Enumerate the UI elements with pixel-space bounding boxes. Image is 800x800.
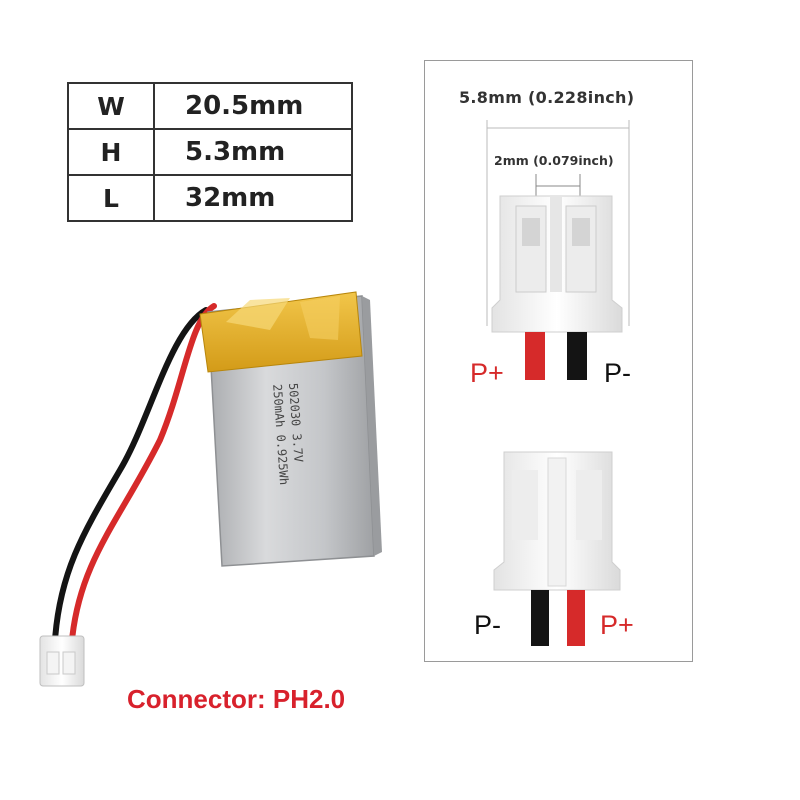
dimension-row-height: H 5.3mm [67, 128, 353, 176]
dimension-key: W [67, 82, 155, 130]
dimension-value: 5.3mm [153, 128, 353, 176]
pin-pitch-label: 2mm (0.079inch) [494, 153, 614, 168]
connector-side-view [493, 451, 621, 646]
connector-panel [424, 60, 693, 662]
dimension-row-width: W 20.5mm [67, 82, 353, 130]
dimensions-table: W 20.5mm H 5.3mm L 32mm [67, 82, 353, 222]
red-wire [69, 303, 217, 643]
dimension-value: 20.5mm [153, 82, 353, 130]
jst-plug [39, 635, 85, 687]
bottom-negative-label: P- [474, 610, 501, 640]
bottom-positive-label: P+ [600, 610, 634, 640]
lipo-battery [199, 291, 382, 567]
connector-caption: Connector: PH2.0 [127, 684, 346, 714]
top-positive-label: P+ [470, 358, 504, 388]
black-wire [52, 307, 209, 643]
connector-top-view [486, 120, 630, 380]
dimension-row-length: L 32mm [67, 174, 353, 222]
dimension-key: L [67, 174, 155, 222]
dimension-value: 32mm [153, 174, 353, 222]
dimension-key: H [67, 128, 155, 176]
overall-width-label: 5.8mm (0.228inch) [459, 88, 635, 107]
top-negative-label: P- [604, 358, 631, 388]
